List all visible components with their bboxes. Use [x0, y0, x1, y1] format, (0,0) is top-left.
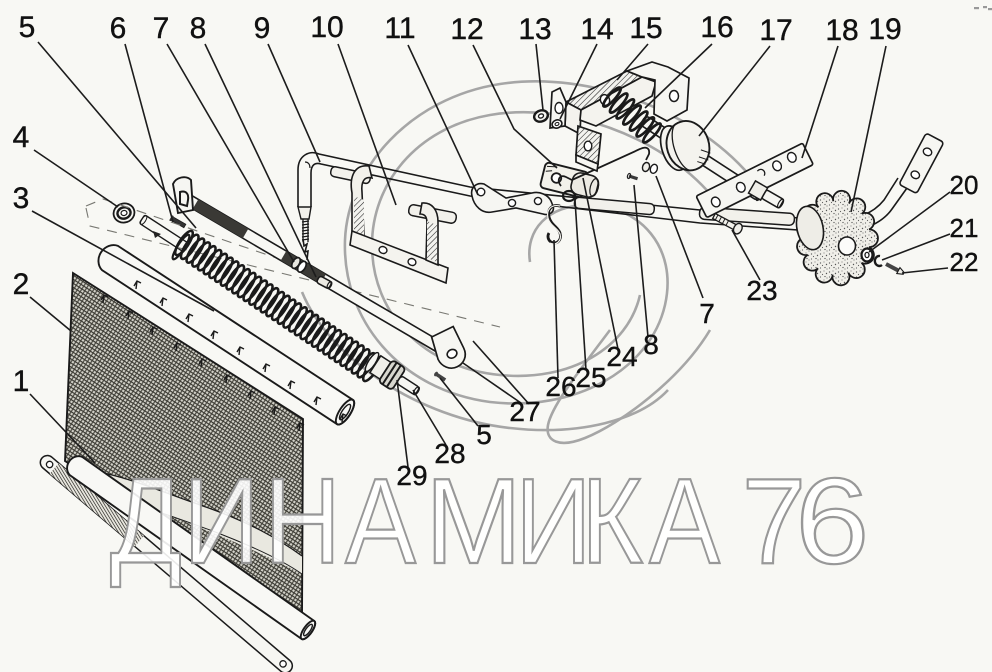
svg-text:27: 27: [509, 396, 540, 427]
svg-text:5: 5: [476, 419, 492, 450]
svg-text:4: 4: [13, 121, 30, 154]
svg-text:23: 23: [746, 275, 777, 306]
svg-text:26: 26: [545, 371, 576, 402]
svg-text:9: 9: [254, 12, 271, 45]
svg-text:Д: Д: [110, 453, 182, 590]
svg-text:3: 3: [13, 182, 30, 215]
svg-text:29: 29: [396, 460, 427, 491]
svg-text:5: 5: [19, 11, 36, 44]
svg-text:И: И: [183, 453, 259, 590]
svg-text:18: 18: [825, 14, 858, 47]
svg-text:17: 17: [759, 14, 792, 47]
svg-text:8: 8: [643, 329, 659, 360]
svg-text:13: 13: [518, 13, 551, 46]
svg-text:8: 8: [190, 12, 207, 45]
svg-text:А: А: [345, 453, 416, 590]
svg-text:28: 28: [434, 438, 465, 469]
svg-text:14: 14: [580, 13, 613, 46]
svg-text:15: 15: [629, 12, 662, 45]
svg-text:1: 1: [13, 365, 30, 398]
svg-text:10: 10: [310, 11, 343, 44]
svg-text:7: 7: [153, 12, 170, 45]
svg-text:К: К: [581, 453, 643, 590]
svg-text:6: 6: [795, 453, 869, 590]
svg-text:6: 6: [110, 12, 127, 45]
svg-text:11: 11: [384, 12, 415, 45]
svg-text:2: 2: [13, 268, 30, 301]
svg-text:А: А: [649, 453, 720, 590]
svg-text:7: 7: [699, 298, 715, 329]
svg-text:Н: Н: [264, 453, 341, 590]
svg-text:М: М: [425, 453, 522, 589]
svg-text:20: 20: [950, 170, 979, 200]
svg-text:21: 21: [950, 213, 979, 243]
svg-text:22: 22: [950, 247, 979, 277]
svg-text:7: 7: [742, 453, 806, 589]
svg-text:И: И: [515, 453, 591, 590]
svg-text:16: 16: [700, 11, 733, 44]
svg-text:12: 12: [450, 13, 483, 46]
svg-text:24: 24: [606, 341, 637, 372]
svg-text:25: 25: [575, 362, 606, 393]
svg-text:19: 19: [868, 13, 901, 46]
